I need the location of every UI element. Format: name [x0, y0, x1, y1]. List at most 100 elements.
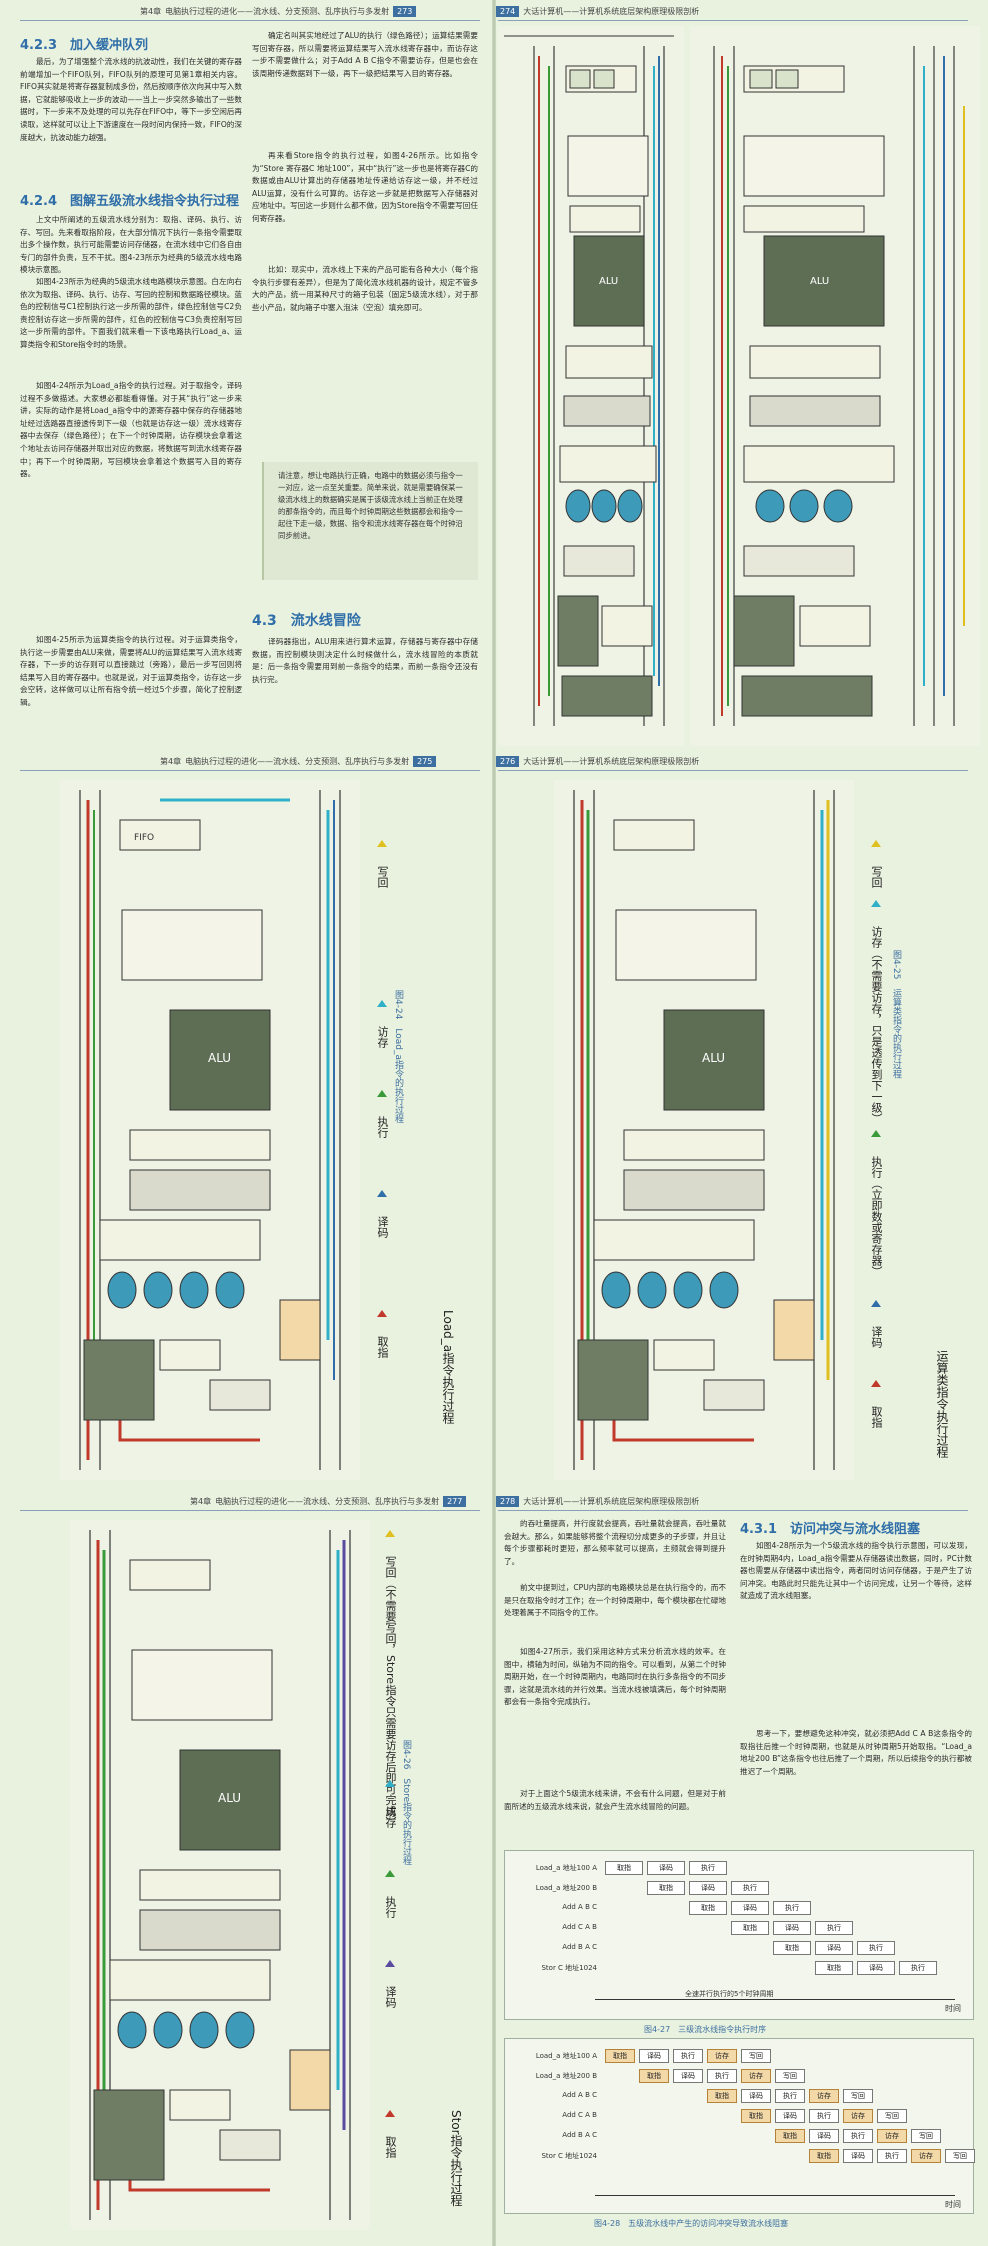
stage-box: 译码 — [773, 1921, 811, 1935]
stage-box: 译码 — [731, 1901, 769, 1915]
arrow-up-icon — [385, 1780, 395, 1802]
page-gutter — [492, 750, 496, 1490]
arrow-up-icon — [385, 1870, 395, 1892]
stage-box: 译码 — [843, 2149, 873, 2163]
page-number: 273 — [393, 6, 417, 17]
running-header: 第4章 电脑执行过程的进化——流水线、分支预测、乱序执行与多发射 277 — [190, 1496, 467, 1507]
paragraph: 如图4-23所示为经典的5级流水线电路模块示意图。白左向右依次为取指、译码、执行… — [20, 277, 242, 349]
stage-box: 访存 — [707, 2049, 737, 2063]
stage-decode: 译码 — [382, 1960, 398, 2008]
stage-box: 写回 — [911, 2129, 941, 2143]
header-rule — [20, 20, 480, 21]
stage-label-text: 取指 — [376, 1336, 389, 1358]
stage-box: 取指 — [605, 2049, 635, 2063]
page-number: 274 — [496, 6, 520, 17]
stage-label-text: 访存 — [384, 1806, 397, 1828]
arrow-up-icon — [871, 840, 881, 862]
paragraph: 对于上面这个5级流水线来讲，不会有什么问题，但是对于前面所述的五级流水线来说，就… — [504, 1789, 726, 1811]
section-heading-4-2-3: 4.2.3 加入缓冲队列 — [20, 38, 149, 53]
stage-label-text: 执行 — [384, 1896, 397, 1918]
stage-box: 访存 — [911, 2149, 941, 2163]
stage-box: 执行 — [843, 2129, 873, 2143]
page-number: 277 — [443, 1496, 467, 1507]
arrow-up-icon — [871, 1380, 881, 1402]
page-gutter — [492, 1490, 496, 2246]
header-rule — [498, 20, 968, 21]
stage-box: 译码 — [857, 1961, 895, 1975]
paragraph: 思考一下，要想避免这种冲突，就必须把Add C A B这条指令的取指往后推一个时… — [740, 1729, 972, 1776]
stage-box: 译码 — [815, 1941, 853, 1955]
stage-box: 取指 — [639, 2069, 669, 2083]
instruction-label: Add A B C — [562, 2091, 597, 2099]
stage-label-text: 取指 — [384, 2136, 397, 2158]
time-axis — [595, 1999, 955, 2000]
stage-box: 取指 — [809, 2149, 839, 2163]
instruction-label: Add A B C — [562, 1903, 597, 1911]
page-number: 276 — [496, 756, 520, 767]
arrow-up-icon — [871, 900, 881, 922]
section-heading-4-2-4: 4.2.4 图解五级流水线指令执行过程 — [20, 194, 240, 209]
alu-label: ALU — [599, 276, 618, 287]
stage-box: 译码 — [741, 2089, 771, 2103]
stage-box: 执行 — [809, 2109, 839, 2123]
page-278: 278 大话计算机——计算机系统底层架构原理极限剖析 的吞吐量提高，并行度就会提… — [494, 1490, 988, 2246]
spread-2: 第4章 电脑执行过程的进化——流水线、分支预测、乱序执行与多发射 275 ALU — [0, 750, 988, 1490]
stage-execute: 执行 — [374, 1090, 390, 1138]
bracket-label: 全速并行执行的5个时钟周期 — [685, 1990, 774, 1998]
stage-label-text: 写回 — [376, 866, 389, 888]
instruction-label: Load_a 地址100 A — [535, 1864, 597, 1872]
paragraph: 如图4-27所示，我们采用这种方式来分析流水线的效率。在图中，横轴为时间，纵轴为… — [504, 1647, 726, 1707]
running-header: 276 大话计算机——计算机系统底层架构原理极限剖析 — [496, 756, 699, 767]
paragraph: 前文中提到过，CPU内部的电路模块总是在执行指令的，而不是只在取指令时才工作；在… — [504, 1583, 726, 1618]
instruction-label: Stor C 地址1024 — [541, 1964, 597, 1972]
time-axis — [595, 2195, 955, 2196]
circuit-panel-right: ALU — [690, 26, 980, 746]
stage-box: 执行 — [689, 1861, 727, 1875]
paragraph: 确定名叫其实地经过了ALU的执行（绿色路径）；运算结果需要写回寄存器，所以需要将… — [252, 31, 478, 78]
alu-label: ALU — [702, 1051, 725, 1065]
stage-box: 访存 — [877, 2129, 907, 2143]
stage-memory: 访存 — [382, 1780, 398, 1828]
spread-3: 第4章 电脑执行过程的进化——流水线、分支预测、乱序执行与多发射 277 ALU — [0, 1490, 988, 2246]
arith-pipeline-diagram: ALU — [554, 780, 854, 1480]
header-title: 大话计算机——计算机系统底层架构原理极限剖析 — [523, 7, 700, 16]
instruction-label: Add C A B — [562, 1923, 597, 1931]
stage-label-text: 执行（立即数或寄存器） — [870, 1156, 883, 1277]
note-box: i 请注意，想让电路执行正确，电路中的数据必须与指令一一对应，这一点至关重要。简… — [262, 462, 478, 580]
arrow-up-icon — [871, 1130, 881, 1152]
stage-box: 写回 — [877, 2109, 907, 2123]
header-rule — [20, 770, 480, 771]
paragraph: 比如：现实中，流水线上下来的产品可能有各种大小（每个指令执行步骤有差异），但是为… — [252, 265, 478, 312]
header-rule — [498, 770, 968, 771]
section-heading-4-3: 4.3 流水线冒险 — [252, 613, 361, 629]
header-title: 电脑执行过程的进化——流水线、分支预测、乱序执行与多发射 — [165, 7, 390, 16]
page-276: 276 大话计算机——计算机系统底层架构原理极限剖析 ALU — [494, 750, 988, 1490]
stage-box: 译码 — [775, 2109, 805, 2123]
header-rule — [498, 1510, 968, 1511]
fifo-label: FIFO — [134, 833, 154, 843]
instruction-label: Add B A C — [562, 1943, 597, 1951]
circuit-panel-left: ALU — [498, 26, 684, 746]
alu-label: ALU — [218, 1791, 241, 1805]
arrow-up-icon — [377, 1090, 387, 1112]
stage-box: 执行 — [857, 1941, 895, 1955]
spread-1: 第4章 电脑执行过程的进化——流水线、分支预测、乱序执行与多发射 273 4.2… — [0, 0, 988, 750]
stage-box: 取指 — [707, 2089, 737, 2103]
instruction-label: Stor C 地址1024 — [541, 2152, 597, 2160]
page-273: 第4章 电脑执行过程的进化——流水线、分支预测、乱序执行与多发射 273 4.2… — [0, 0, 494, 750]
arrow-up-icon — [385, 1530, 395, 1552]
figure-title: Load_a指令执行过程 — [441, 1310, 455, 1425]
pipeline-circuit-diagram: ALU — [498, 26, 980, 746]
stage-box: 取指 — [773, 1941, 811, 1955]
stage-box: 译码 — [647, 1861, 685, 1875]
stage-label-text: 译码 — [376, 1216, 389, 1238]
header-title: 电脑执行过程的进化——流水线、分支预测、乱序执行与多发射 — [215, 1497, 440, 1506]
load-pipeline-diagram: ALU FIFO — [60, 780, 360, 1480]
axis-label: 时间 — [945, 2004, 961, 2013]
header-chapter: 第4章 — [140, 7, 162, 16]
header-chapter: 第4章 — [190, 1497, 212, 1506]
header-rule — [20, 1510, 480, 1511]
instruction-label: Load_a 地址100 A — [535, 2052, 597, 2060]
paragraph: 如图4-25所示为运算类指令的执行过程。对于运算类指令，执行这一步需要由ALU来… — [20, 635, 242, 707]
stage-label-text: 译码 — [384, 1986, 397, 2008]
